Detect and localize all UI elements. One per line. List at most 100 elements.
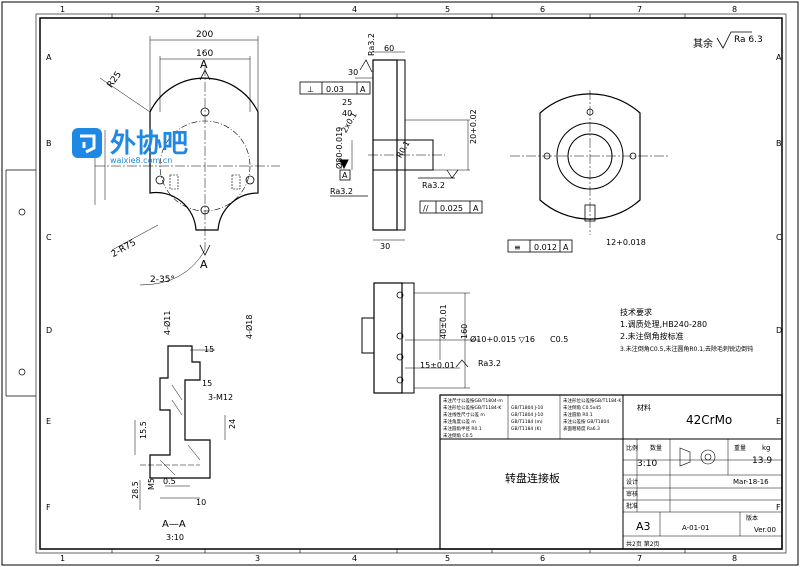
zone-col-2-bottom: 2 (155, 554, 160, 563)
notes-item-2: 2.未注倒角按标准 (620, 331, 684, 341)
tb-std-col2-1: GB/T1804 J-10 (511, 405, 543, 411)
section-title: A—A (162, 519, 186, 530)
zone-col-1: 1 (60, 5, 65, 14)
tb-std-col3-2: 未注倒角 C0.5x45 (563, 404, 601, 411)
right-sym-datum: A (563, 243, 569, 252)
side-par-sym: // (423, 204, 429, 213)
zone-col-5: 5 (445, 5, 450, 14)
tb-date: Mar-18-16 (733, 478, 769, 486)
front-dim-angle: 2-35° (150, 275, 175, 285)
zone-col-7-bottom: 7 (637, 554, 642, 563)
watermark-name: 外协吧 (110, 129, 188, 159)
tb-approve-label: 批准 (626, 502, 638, 510)
right-view-dims: ≡ 0.012 A 12+0.018 (514, 238, 646, 252)
front-dim-radius: R25 (106, 70, 124, 90)
right-dim-slot: 12+0.018 (606, 238, 646, 247)
tb-sheet-label: 版本 (746, 514, 758, 522)
binder-hole-top (18, 208, 26, 216)
tb-std-row-3: 未注线性尺寸公差 m (443, 411, 485, 418)
detail-dim-40: 40±0.01 (439, 304, 448, 339)
zone-row-d: D (46, 326, 52, 335)
tb-std-row-1: 未注尺寸公差按GB/T1804-m (443, 397, 503, 404)
side-ra32-b: Ra3.2 (330, 187, 353, 196)
tb-std-col2-2: GB/T1804 J-10 (511, 412, 543, 418)
tb-scale-label: 比例 (626, 444, 638, 452)
side-perp-sym: ⊥ (307, 85, 314, 94)
section-dim-10: 10 (196, 498, 206, 507)
detail-dim-15: 15±0.01 (420, 361, 455, 370)
watermark-icon (72, 128, 102, 158)
side-dim-25: 25 (342, 98, 352, 107)
zone-col-3-bottom: 3 (255, 554, 260, 563)
tb-quantity-label: 数量 (650, 444, 662, 452)
tb-draw-label: 设计 (626, 478, 638, 486)
section-dim-24: 24 (228, 419, 237, 429)
binder-hole-bottom (18, 368, 26, 376)
side-view (299, 51, 483, 241)
tb-weight-unit: kg (762, 444, 771, 452)
section-scale: 3:10 (166, 533, 184, 542)
tb-check-label: 审核 (626, 490, 638, 498)
tb-drawing-no: A-01-01 (682, 524, 710, 532)
notes-item-3: 3.未注倒角C0.5,未注圆角R0.1,去除毛刺锐边倒钝 (620, 345, 753, 353)
section-dim-15a: 15 (204, 345, 214, 354)
section-dim-155: 15.5 (139, 421, 148, 439)
tb-std-col2-4: GB/T1184 (K) (511, 426, 541, 432)
watermark-logo: 外协吧 waixie8.com.cn (72, 128, 188, 165)
zone-col-3: 3 (255, 5, 260, 14)
tb-std-col3-1: 未注形位公差按GB/T1184-K (563, 397, 622, 404)
zone-row-c: C (46, 233, 52, 242)
zone-col-7: 7 (637, 5, 642, 14)
right-sym-val: 0.012 (534, 243, 557, 252)
side-par-val: 0.025 (440, 204, 463, 213)
front-dim-inner: 160 (196, 49, 213, 59)
detail-view-dims: 160 40±0.01 15±0.01 Ø10+0.015 ▽16 C0.5 R… (420, 304, 568, 370)
technical-notes: 技术要求 1.调质处理,HB240-280 2.未注倒角按标准 3.未注倒角C0… (620, 307, 753, 353)
side-ra32-rotated: Ra3.2 (367, 33, 376, 56)
zone-columns-top: 1 2 3 4 5 6 7 8 (60, 5, 737, 14)
detail-dim-chamfer: C0.5 (550, 335, 568, 344)
section-dim-285: 28.5 (131, 481, 140, 499)
front-dim-holes: 2-R75 (110, 238, 138, 260)
side-ra32-a: Ra3.2 (422, 181, 445, 190)
detail-dim-160: 160 (460, 324, 469, 339)
zone-col-5-bottom: 5 (445, 554, 450, 563)
zone-col-8: 8 (732, 5, 737, 14)
tb-sheet-count: 共2页 第2页 (626, 540, 660, 548)
zone-row-f-right: F (776, 503, 781, 512)
tb-size: A3 (636, 520, 651, 533)
right-sym-sym: ≡ (514, 243, 521, 252)
general-roughness-value: Ra 6.3 (734, 35, 763, 45)
side-perp-val: 0.03 (326, 85, 344, 94)
zone-col-1-bottom: 1 (60, 554, 65, 563)
title-block (439, 394, 783, 550)
tb-material: 42CrMo (686, 413, 732, 427)
tb-std-col3-3: 未注圆角 R0.1 (563, 411, 593, 418)
zone-col-2: 2 (155, 5, 160, 14)
general-roughness: 其余 Ra 6.3 (693, 31, 763, 50)
section-dim-m12: 3-M12 (208, 393, 233, 402)
front-dim-width: 200 (196, 30, 213, 40)
notes-item-1: 1.调质处理,HB240-280 (620, 319, 707, 329)
tb-std-row-6: 未注倒角 C0.5 (443, 432, 473, 439)
tb-part-name: 转盘连接板 (505, 471, 560, 485)
section-dim-15b: 15 (202, 379, 212, 388)
binder-margin (5, 169, 36, 397)
zone-columns-bottom: 1 2 3 4 5 6 7 8 (60, 554, 737, 563)
zone-col-4-bottom: 4 (352, 554, 357, 563)
zone-row-a-right: A (776, 53, 782, 62)
zone-col-6: 6 (540, 5, 545, 14)
side-dim-30-top: 30 (348, 68, 358, 77)
zone-row-b: B (46, 139, 52, 148)
section-view-dims: 4-Ø11 4-Ø18 15 15 3-M12 24 15.5 28.5 M5 … (131, 311, 254, 542)
zone-rows-right: A B C D E F (776, 53, 782, 512)
front-section-mark-bottom: A (200, 258, 208, 271)
notes-heading: 技术要求 (620, 307, 652, 317)
tb-std-col3-4: 未注公差按 GB/T1804 (563, 418, 609, 425)
section-dim-m5: M5 (147, 478, 156, 490)
side-dim-thk: 60 (384, 44, 394, 53)
side-par-datum: A (473, 204, 479, 213)
section-dim-05: 0.5 (163, 477, 176, 486)
